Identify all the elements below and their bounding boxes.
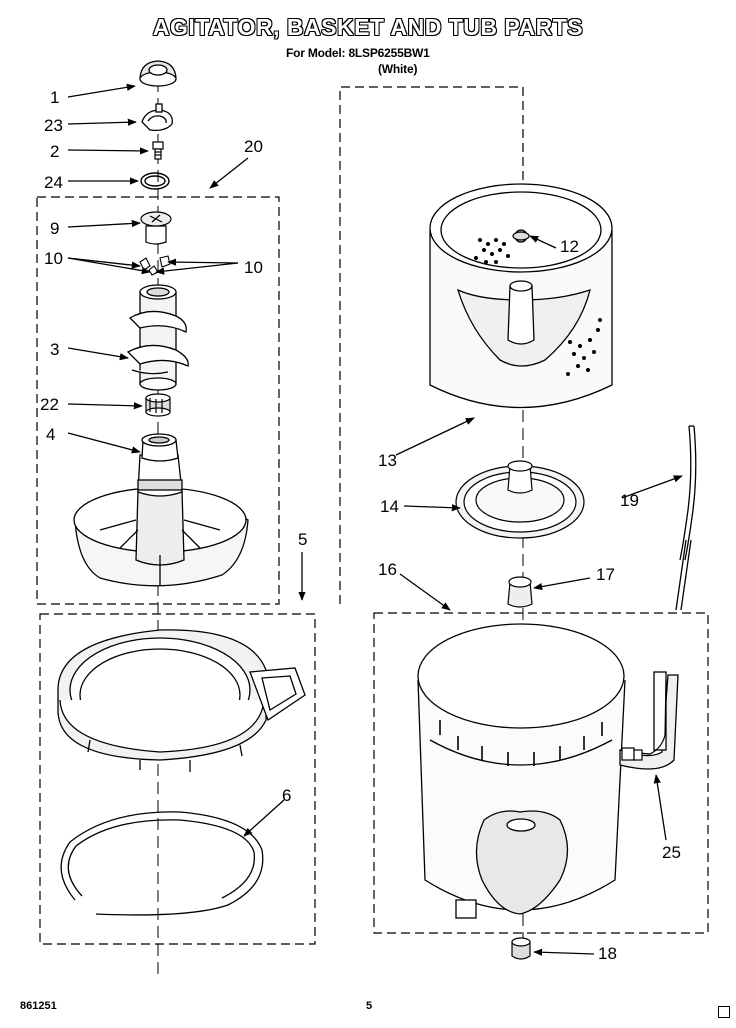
outer-tub-rim-tabs xyxy=(439,720,603,766)
part-5-tub-ring xyxy=(57,629,306,772)
callout-3: 3 xyxy=(50,340,60,359)
callout-25: 25 xyxy=(662,843,681,862)
callout-5: 5 xyxy=(298,530,308,549)
part-4-agitator-base xyxy=(73,433,249,587)
part-2-bolt xyxy=(152,141,164,160)
basket-alignment-path xyxy=(339,86,524,604)
callout-24: 24 xyxy=(44,173,63,192)
part-25-hose xyxy=(621,679,667,761)
callout-6: 6 xyxy=(282,786,292,805)
footer-code: 861251 xyxy=(20,1000,57,1012)
part-13-wash-basket xyxy=(429,183,613,409)
callout-19: 19 xyxy=(620,491,639,510)
callout-18: 18 xyxy=(598,944,617,963)
basket-perforation-holes xyxy=(474,238,602,376)
corner-mark xyxy=(718,1006,730,1018)
part-18-tub-nut xyxy=(511,937,531,960)
part-23-clip xyxy=(141,103,173,132)
footer-page-number: 5 xyxy=(366,1000,373,1012)
callout-13: 13 xyxy=(378,451,397,470)
callout-17: 17 xyxy=(596,565,615,584)
callout-10-left: 10 xyxy=(44,249,63,268)
part-24-seal-ring xyxy=(140,172,170,190)
part-16-outer-tub xyxy=(417,623,679,919)
part-9-cam xyxy=(140,211,172,245)
callout-14: 14 xyxy=(380,497,399,516)
part-12-spanner-nut xyxy=(512,231,530,241)
callout-9: 9 xyxy=(50,219,60,238)
diagram-title: AGITATOR, BASKET AND TUB PARTS xyxy=(152,14,584,40)
callout-23: 23 xyxy=(44,116,63,135)
leader-arrows xyxy=(67,83,683,956)
model-line: For Model: 8LSP6255BW1 xyxy=(286,46,430,60)
callout-10-right: 10 xyxy=(244,258,263,277)
color-line: (White) xyxy=(378,62,418,76)
part-14-basket-drive xyxy=(455,460,585,539)
part-22-agitator-bearing xyxy=(145,393,171,417)
callout-12: 12 xyxy=(560,237,579,256)
part-6-tub-seal-ring xyxy=(60,811,264,916)
callout-22: 22 xyxy=(40,395,59,414)
part-17-hub-seal xyxy=(507,576,533,608)
part-19-tube xyxy=(675,425,697,611)
part-3-auger xyxy=(126,284,189,391)
callout-20: 20 xyxy=(244,137,263,156)
group-box-tub-ring xyxy=(39,613,316,945)
callout-4: 4 xyxy=(46,425,56,444)
callout-16: 16 xyxy=(378,560,397,579)
part-10-agitator-dogs xyxy=(139,255,171,276)
callout-2: 2 xyxy=(50,142,60,161)
part-1-agitator-cap xyxy=(139,60,177,87)
group-box-outer-tub xyxy=(373,612,709,934)
callout-1: 1 xyxy=(50,88,60,107)
